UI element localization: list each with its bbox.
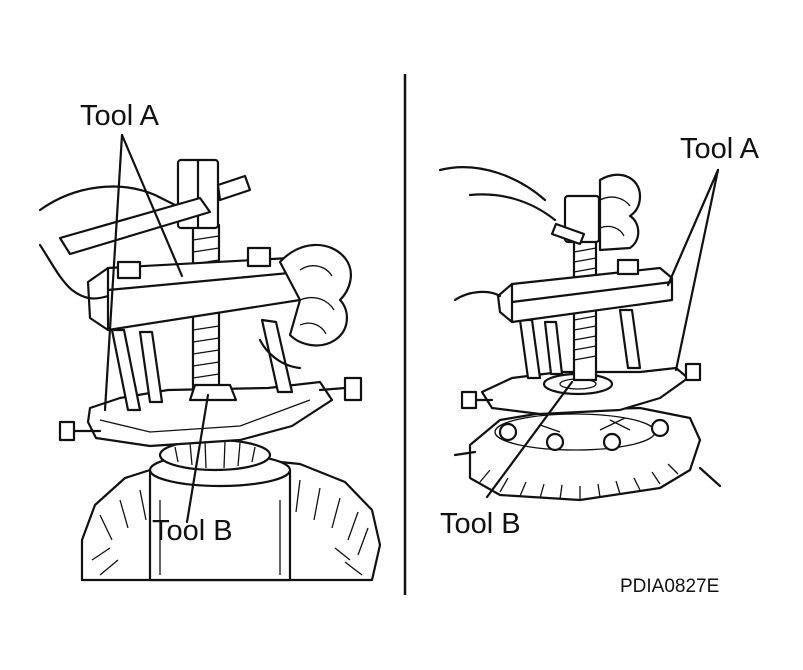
left-leader-lines: [103, 133, 210, 524]
left-panel: Tool A Tool B: [38, 100, 382, 582]
right-panel: Tool A Tool B: [438, 133, 760, 540]
right-crossbar: [496, 258, 674, 324]
left-tool-b-label: Tool B: [152, 515, 233, 547]
right-ring-gear: [453, 406, 722, 502]
right-hand: [438, 166, 642, 302]
left-puller-legs: [110, 318, 294, 412]
left-tool-a-label: Tool A: [80, 100, 160, 132]
right-tool-a-label: Tool A: [680, 133, 760, 165]
left-hand: [38, 185, 352, 370]
figure-code: PDIA0827E: [620, 576, 719, 597]
right-puller-plate: [460, 362, 702, 416]
right-puller-legs: [518, 308, 642, 380]
right-leader-lines: [485, 168, 720, 499]
left-crossbar: [86, 246, 302, 332]
right-tool-b-label: Tool B: [440, 508, 521, 540]
